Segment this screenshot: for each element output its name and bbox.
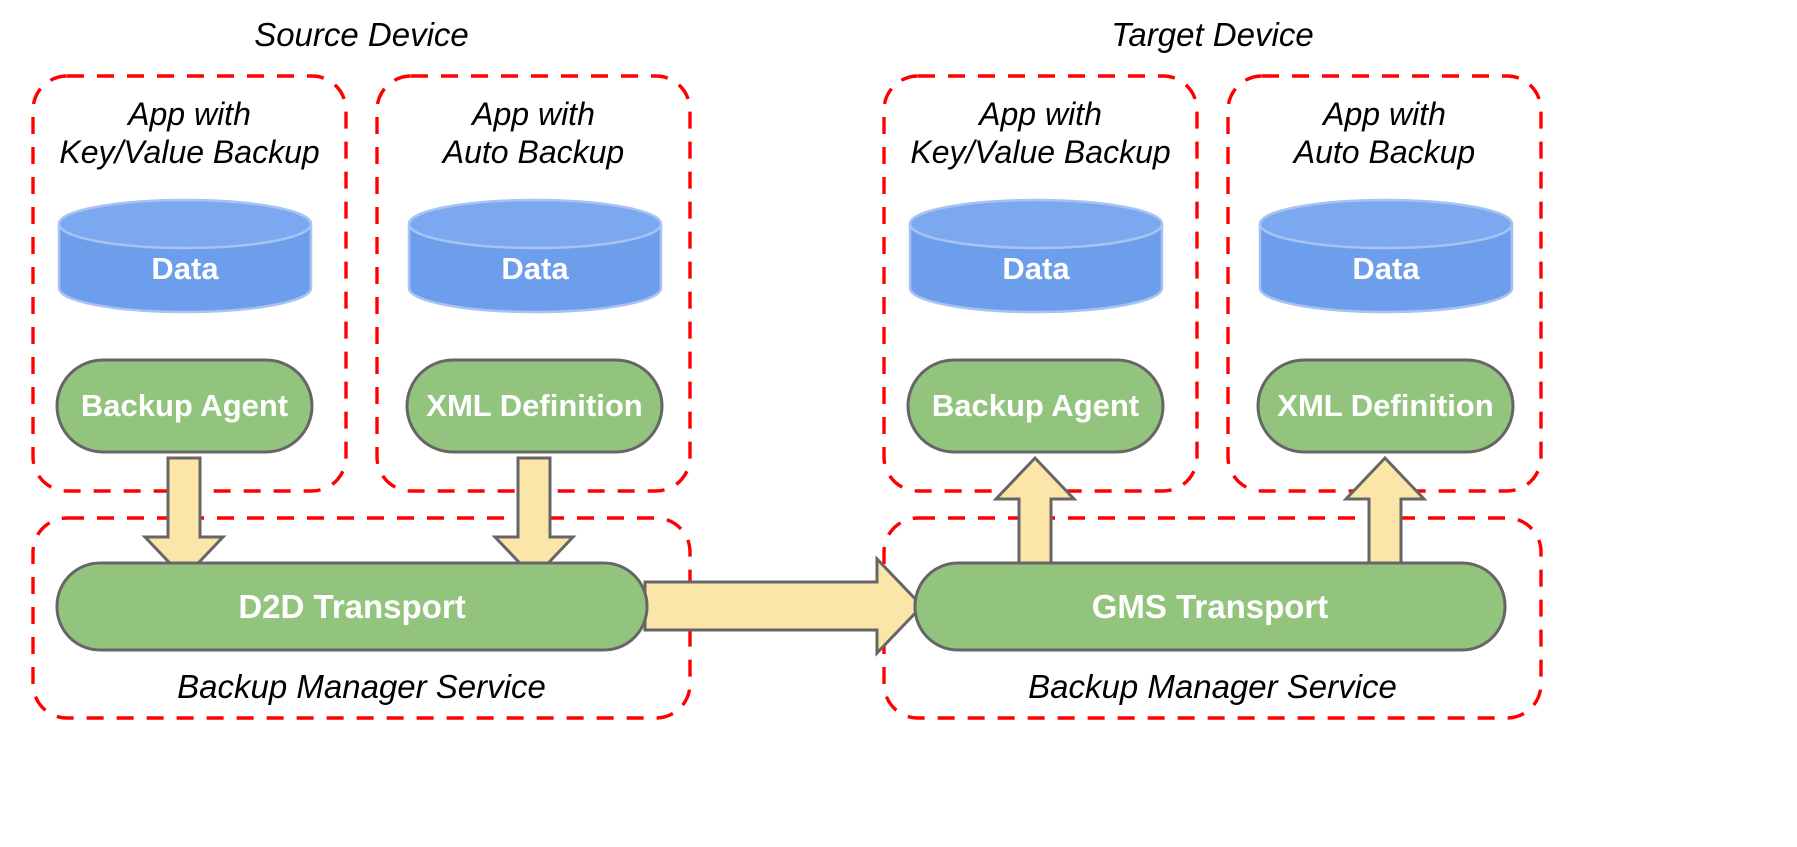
datastore-cylinder-source-auto (407, 198, 663, 314)
app-caption-line2: Key/Value Backup (59, 134, 320, 170)
datastore-cylinder-target-kv (908, 198, 1164, 314)
app-caption-line1: App with (472, 96, 595, 132)
app-caption-line1: App with (128, 96, 251, 132)
app-caption-line1: App with (1323, 96, 1446, 132)
app-caption-target-kv: App with Key/Value Backup (884, 95, 1197, 171)
service-caption-target: Backup Manager Service (1028, 668, 1397, 705)
app-caption-line2: Auto Backup (1293, 134, 1476, 170)
flow-arrow-source-kv (141, 456, 227, 581)
component-pill-target-auto[interactable] (1256, 358, 1515, 454)
transport-pill-source[interactable] (55, 561, 649, 652)
app-caption-source-kv: App with Key/Value Backup (33, 95, 346, 171)
component-pill-source-auto[interactable] (405, 358, 664, 454)
app-caption-target-auto: App with Auto Backup (1228, 95, 1541, 171)
device-title-source: Source Device (254, 16, 469, 53)
datastore-cylinder-source-kv (57, 198, 313, 314)
device-title-target: Target Device (1111, 16, 1314, 53)
flow-arrow-source-auto (491, 456, 577, 581)
component-pill-source-kv[interactable] (55, 358, 314, 454)
app-caption-line2: Auto Backup (442, 134, 625, 170)
transfer-arrow-d2d-to-gms (643, 555, 925, 657)
transport-pill-target[interactable] (913, 561, 1507, 652)
service-box-source (31, 516, 692, 720)
component-pill-target-kv[interactable] (906, 358, 1165, 454)
flow-arrow-target-kv (992, 455, 1078, 580)
app-caption-line2: Key/Value Backup (910, 134, 1171, 170)
datastore-cylinder-target-auto (1258, 198, 1514, 314)
app-caption-source-auto: App with Auto Backup (377, 95, 690, 171)
service-caption-source: Backup Manager Service (177, 668, 546, 705)
app-caption-line1: App with (979, 96, 1102, 132)
